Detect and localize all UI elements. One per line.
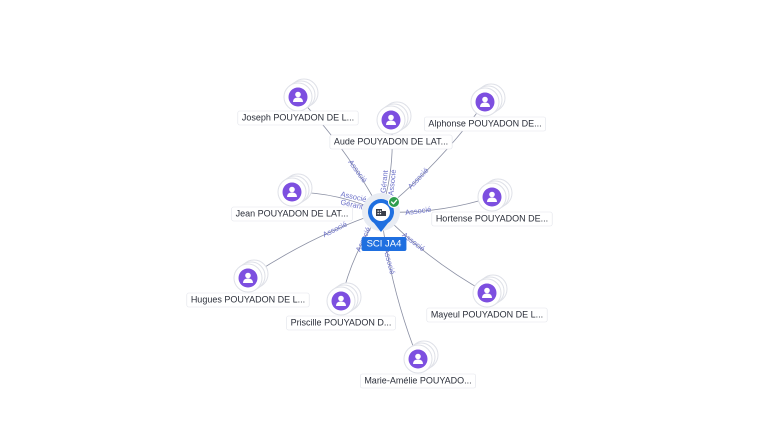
- center-node[interactable]: SCI JA4: [361, 193, 407, 251]
- person-name: Mayeul POUYADON DE L...: [431, 309, 543, 319]
- edge-label-marie: Associé: [382, 248, 397, 276]
- person-icon: [282, 182, 302, 202]
- person-name: Aude POUYADON DE LAT...: [334, 136, 448, 146]
- person-label-priscille: Priscille POUYADON D...: [286, 315, 396, 331]
- edge-label-aude: Gérant: [378, 169, 390, 194]
- person-name: Hortense POUYADON DE...: [436, 213, 548, 223]
- edge-label-joseph: Associé: [346, 158, 369, 185]
- person-icon: [408, 349, 428, 369]
- edge-label-alphonse: Associé: [406, 166, 431, 191]
- person-node-aude[interactable]: Aude POUYADON DE LAT...: [329, 101, 453, 150]
- person-icon: [482, 187, 502, 207]
- person-name: Jean POUYADON DE LAT...: [236, 208, 349, 218]
- person-node-hortense[interactable]: Hortense POUYADON DE...: [431, 178, 553, 227]
- nodes-layer: Joseph POUYADON DE L... Aude POUYADON DE …: [186, 78, 553, 389]
- building-icon: [376, 209, 386, 216]
- person-label-aude: Aude POUYADON DE LAT...: [329, 134, 453, 150]
- person-node-alphonse[interactable]: Alphonse POUYADON DE...: [424, 83, 546, 132]
- person-node-marie[interactable]: Marie-Amélie POUYADO...: [360, 340, 476, 389]
- person-icon: [475, 92, 495, 112]
- person-label-marie: Marie-Amélie POUYADO...: [360, 373, 476, 389]
- person-label-hortense: Hortense POUYADON DE...: [431, 211, 553, 227]
- person-node-joseph[interactable]: Joseph POUYADON DE L...: [237, 78, 359, 126]
- person-icon: [331, 291, 351, 311]
- person-label-jean: Jean POUYADON DE LAT...: [231, 206, 353, 222]
- person-node-priscille[interactable]: Priscille POUYADON D...: [286, 282, 396, 331]
- person-node-hugues[interactable]: Hugues POUYADON DE L...: [186, 259, 310, 308]
- person-label-joseph: Joseph POUYADON DE L...: [237, 110, 359, 126]
- person-icon: [381, 110, 401, 130]
- person-node-mayeul[interactable]: Mayeul POUYADON DE L...: [426, 274, 548, 323]
- edge-label-aude: Associé: [386, 169, 398, 196]
- company-name: SCI JA4: [367, 239, 402, 250]
- center-label: SCI JA4: [361, 237, 407, 251]
- person-label-mayeul: Mayeul POUYADON DE L...: [426, 307, 548, 323]
- edge-label-hugues: Associé: [321, 219, 349, 239]
- person-name: Joseph POUYADON DE L...: [242, 112, 354, 122]
- edge-label-hortense: Associé: [405, 205, 432, 217]
- check-badge-icon: [388, 196, 400, 208]
- person-node-jean[interactable]: Jean POUYADON DE LAT...: [231, 173, 353, 222]
- person-name: Alphonse POUYADON DE...: [428, 118, 541, 128]
- person-label-hugues: Hugues POUYADON DE L...: [186, 292, 310, 308]
- person-icon: [288, 87, 308, 107]
- person-name: Priscille POUYADON D...: [291, 317, 392, 327]
- person-name: Marie-Amélie POUYADO...: [364, 375, 471, 385]
- person-icon: [477, 283, 497, 303]
- person-label-alphonse: Alphonse POUYADON DE...: [424, 116, 546, 132]
- person-name: Hugues POUYADON DE L...: [191, 294, 305, 304]
- person-icon: [238, 268, 258, 288]
